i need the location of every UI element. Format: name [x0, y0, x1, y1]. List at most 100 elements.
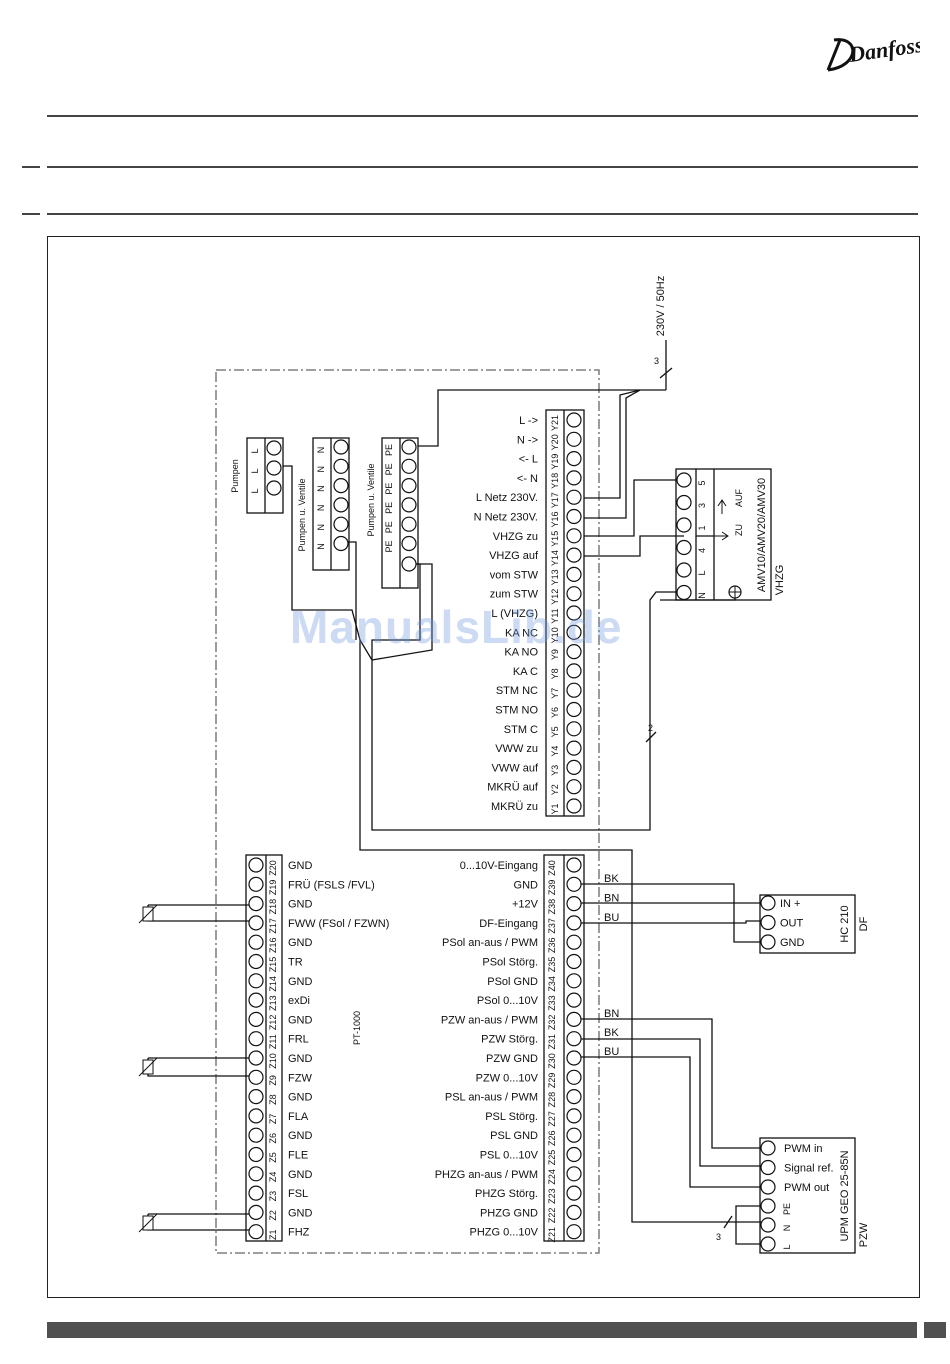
terminal-z27 — [566, 1108, 582, 1124]
terminal-label-z27: PSL Störg. — [485, 1111, 538, 1123]
pe-terminal-label: PE — [384, 502, 394, 514]
terminal-label-z7: FLA — [288, 1111, 309, 1123]
pumpen-terminal — [266, 460, 282, 476]
terminal-label-z13: exDi — [288, 995, 310, 1007]
terminal-z26 — [566, 1127, 582, 1143]
terminal-label-z39: GND — [514, 879, 539, 891]
terminal-id-y9: Y9 — [550, 649, 560, 660]
terminal-id-z12: Z12 — [268, 1015, 278, 1031]
terminal-id-z25: Z25 — [547, 1150, 557, 1166]
hc210-pin-label: OUT — [780, 918, 804, 930]
terminal-id-z11: Z11 — [268, 1034, 278, 1049]
terminal-label-z11: FRL — [288, 1034, 309, 1046]
n-terminal — [333, 535, 349, 552]
terminal-id-z8: Z8 — [268, 1094, 278, 1105]
terminal-id-z9: Z9 — [268, 1075, 278, 1086]
terminal-id-z31: Z31 — [547, 1034, 557, 1050]
actuator-terminal-label-l: L — [697, 570, 707, 575]
terminal-id-y7: Y7 — [550, 688, 560, 699]
terminal-label-y8: KA C — [513, 666, 538, 678]
actuator-terminal-5 — [676, 472, 692, 488]
terminal-y3 — [566, 759, 582, 776]
pe-terminal — [401, 478, 417, 494]
terminal-label-z26: PSL GND — [490, 1130, 538, 1142]
terminal-y19 — [566, 451, 582, 467]
terminal-label-z16: GND — [288, 937, 313, 949]
terminal-id-z20: Z20 — [268, 860, 278, 876]
terminal-y16 — [566, 508, 582, 525]
hc210-sub: DF — [858, 916, 870, 931]
earth-symbol-cross — [729, 586, 741, 598]
pzw-wire-color: BU — [604, 1046, 619, 1058]
terminal-y6 — [566, 701, 582, 718]
terminal-label-y14: VHZG auf — [489, 550, 539, 562]
terminal-id-z34: Z34 — [547, 976, 557, 992]
terminal-y9 — [566, 643, 582, 660]
footer-bar — [47, 1322, 917, 1338]
terminal-z10 — [248, 1050, 264, 1066]
watermark-text: ManualsLib.de — [290, 601, 623, 653]
terminal-z33 — [566, 992, 582, 1008]
terminal-id-y20: Y20 — [550, 434, 560, 450]
pumpen-terminal — [266, 480, 282, 496]
pzw-sub: PZW — [858, 1222, 870, 1247]
terminal-y14 — [566, 547, 582, 563]
n-terminal-label: N — [316, 485, 326, 492]
terminal-z29 — [566, 1069, 582, 1085]
terminal-id-z32: Z32 — [547, 1015, 557, 1031]
terminal-z19 — [248, 876, 264, 892]
terminal-label-z25: PSL 0...10V — [480, 1150, 539, 1162]
terminal-label-z10: GND — [288, 1053, 313, 1065]
terminal-label-y9: KA NO — [504, 647, 538, 659]
pe-terminal — [401, 535, 417, 552]
terminal-y20 — [566, 431, 582, 447]
terminal-id-y14: Y14 — [550, 550, 560, 566]
actuator-terminal-label-n: N — [697, 592, 707, 599]
terminal-id-y12: Y12 — [550, 589, 560, 605]
terminal-y10 — [566, 624, 582, 640]
hc210-wire-color: BU — [604, 912, 619, 924]
terminal-label-z5: FLE — [288, 1150, 308, 1162]
terminal-z6 — [248, 1127, 264, 1143]
pumpen-terminal-label: L — [250, 448, 260, 453]
terminal-label-z17: FWW (FSol / FZWN) — [288, 918, 389, 930]
actuator-terminal-label-4: 4 — [697, 548, 707, 553]
terminal-z22 — [566, 1204, 582, 1221]
terminal-z37 — [566, 915, 582, 931]
terminal-label-z37: DF-Eingang — [479, 918, 538, 930]
terminal-label-z21: PHZG 0...10V — [470, 1227, 539, 1239]
actuator-zu-label: ZU — [734, 524, 744, 536]
terminal-label-y3: VWW auf — [492, 762, 539, 774]
sensor-variable-arrow — [138, 1213, 158, 1233]
pzw-signal-pin-label: PWM out — [784, 1182, 829, 1194]
auf-arrow — [717, 499, 727, 514]
terminal-id-z21: Z21 — [547, 1227, 557, 1243]
controller-enclosure — [215, 369, 600, 1254]
terminal-id-z6: Z6 — [268, 1133, 278, 1144]
terminal-label-z31: PZW Störg. — [481, 1034, 538, 1046]
terminal-id-z36: Z36 — [547, 937, 557, 953]
terminal-id-y2: Y2 — [550, 784, 560, 795]
terminal-label-y6: STM NO — [495, 705, 538, 717]
pe-group-title: Pumpen u. Ventile — [366, 463, 376, 536]
terminal-id-y1: Y1 — [550, 803, 560, 814]
terminal-id-z19: Z19 — [268, 880, 278, 896]
actuator-terminal-label-3: 3 — [697, 503, 707, 508]
terminal-id-z18: Z18 — [268, 899, 278, 915]
n-terminal-label: N — [316, 524, 326, 531]
terminal-id-z3: Z3 — [268, 1191, 278, 1202]
pzw-power-pin-label: N — [782, 1225, 792, 1232]
terminal-id-y8: Y8 — [550, 668, 560, 679]
terminal-z24 — [566, 1166, 582, 1182]
sensor-variable-arrow — [138, 1057, 158, 1077]
terminal-y12 — [566, 586, 582, 602]
terminal-id-z10: Z10 — [268, 1053, 278, 1069]
actuator-name-label: VHZG — [774, 565, 786, 596]
terminal-label-y16: N Netz 230V. — [474, 512, 538, 524]
terminal-z5 — [248, 1146, 264, 1163]
supply-voltage-label: 230V / 50Hz — [655, 276, 667, 337]
terminal-z39 — [566, 876, 582, 892]
terminal-z28 — [566, 1088, 582, 1105]
pe-terminal-label: PE — [384, 540, 394, 552]
terminal-id-y11: Y11 — [550, 608, 560, 623]
